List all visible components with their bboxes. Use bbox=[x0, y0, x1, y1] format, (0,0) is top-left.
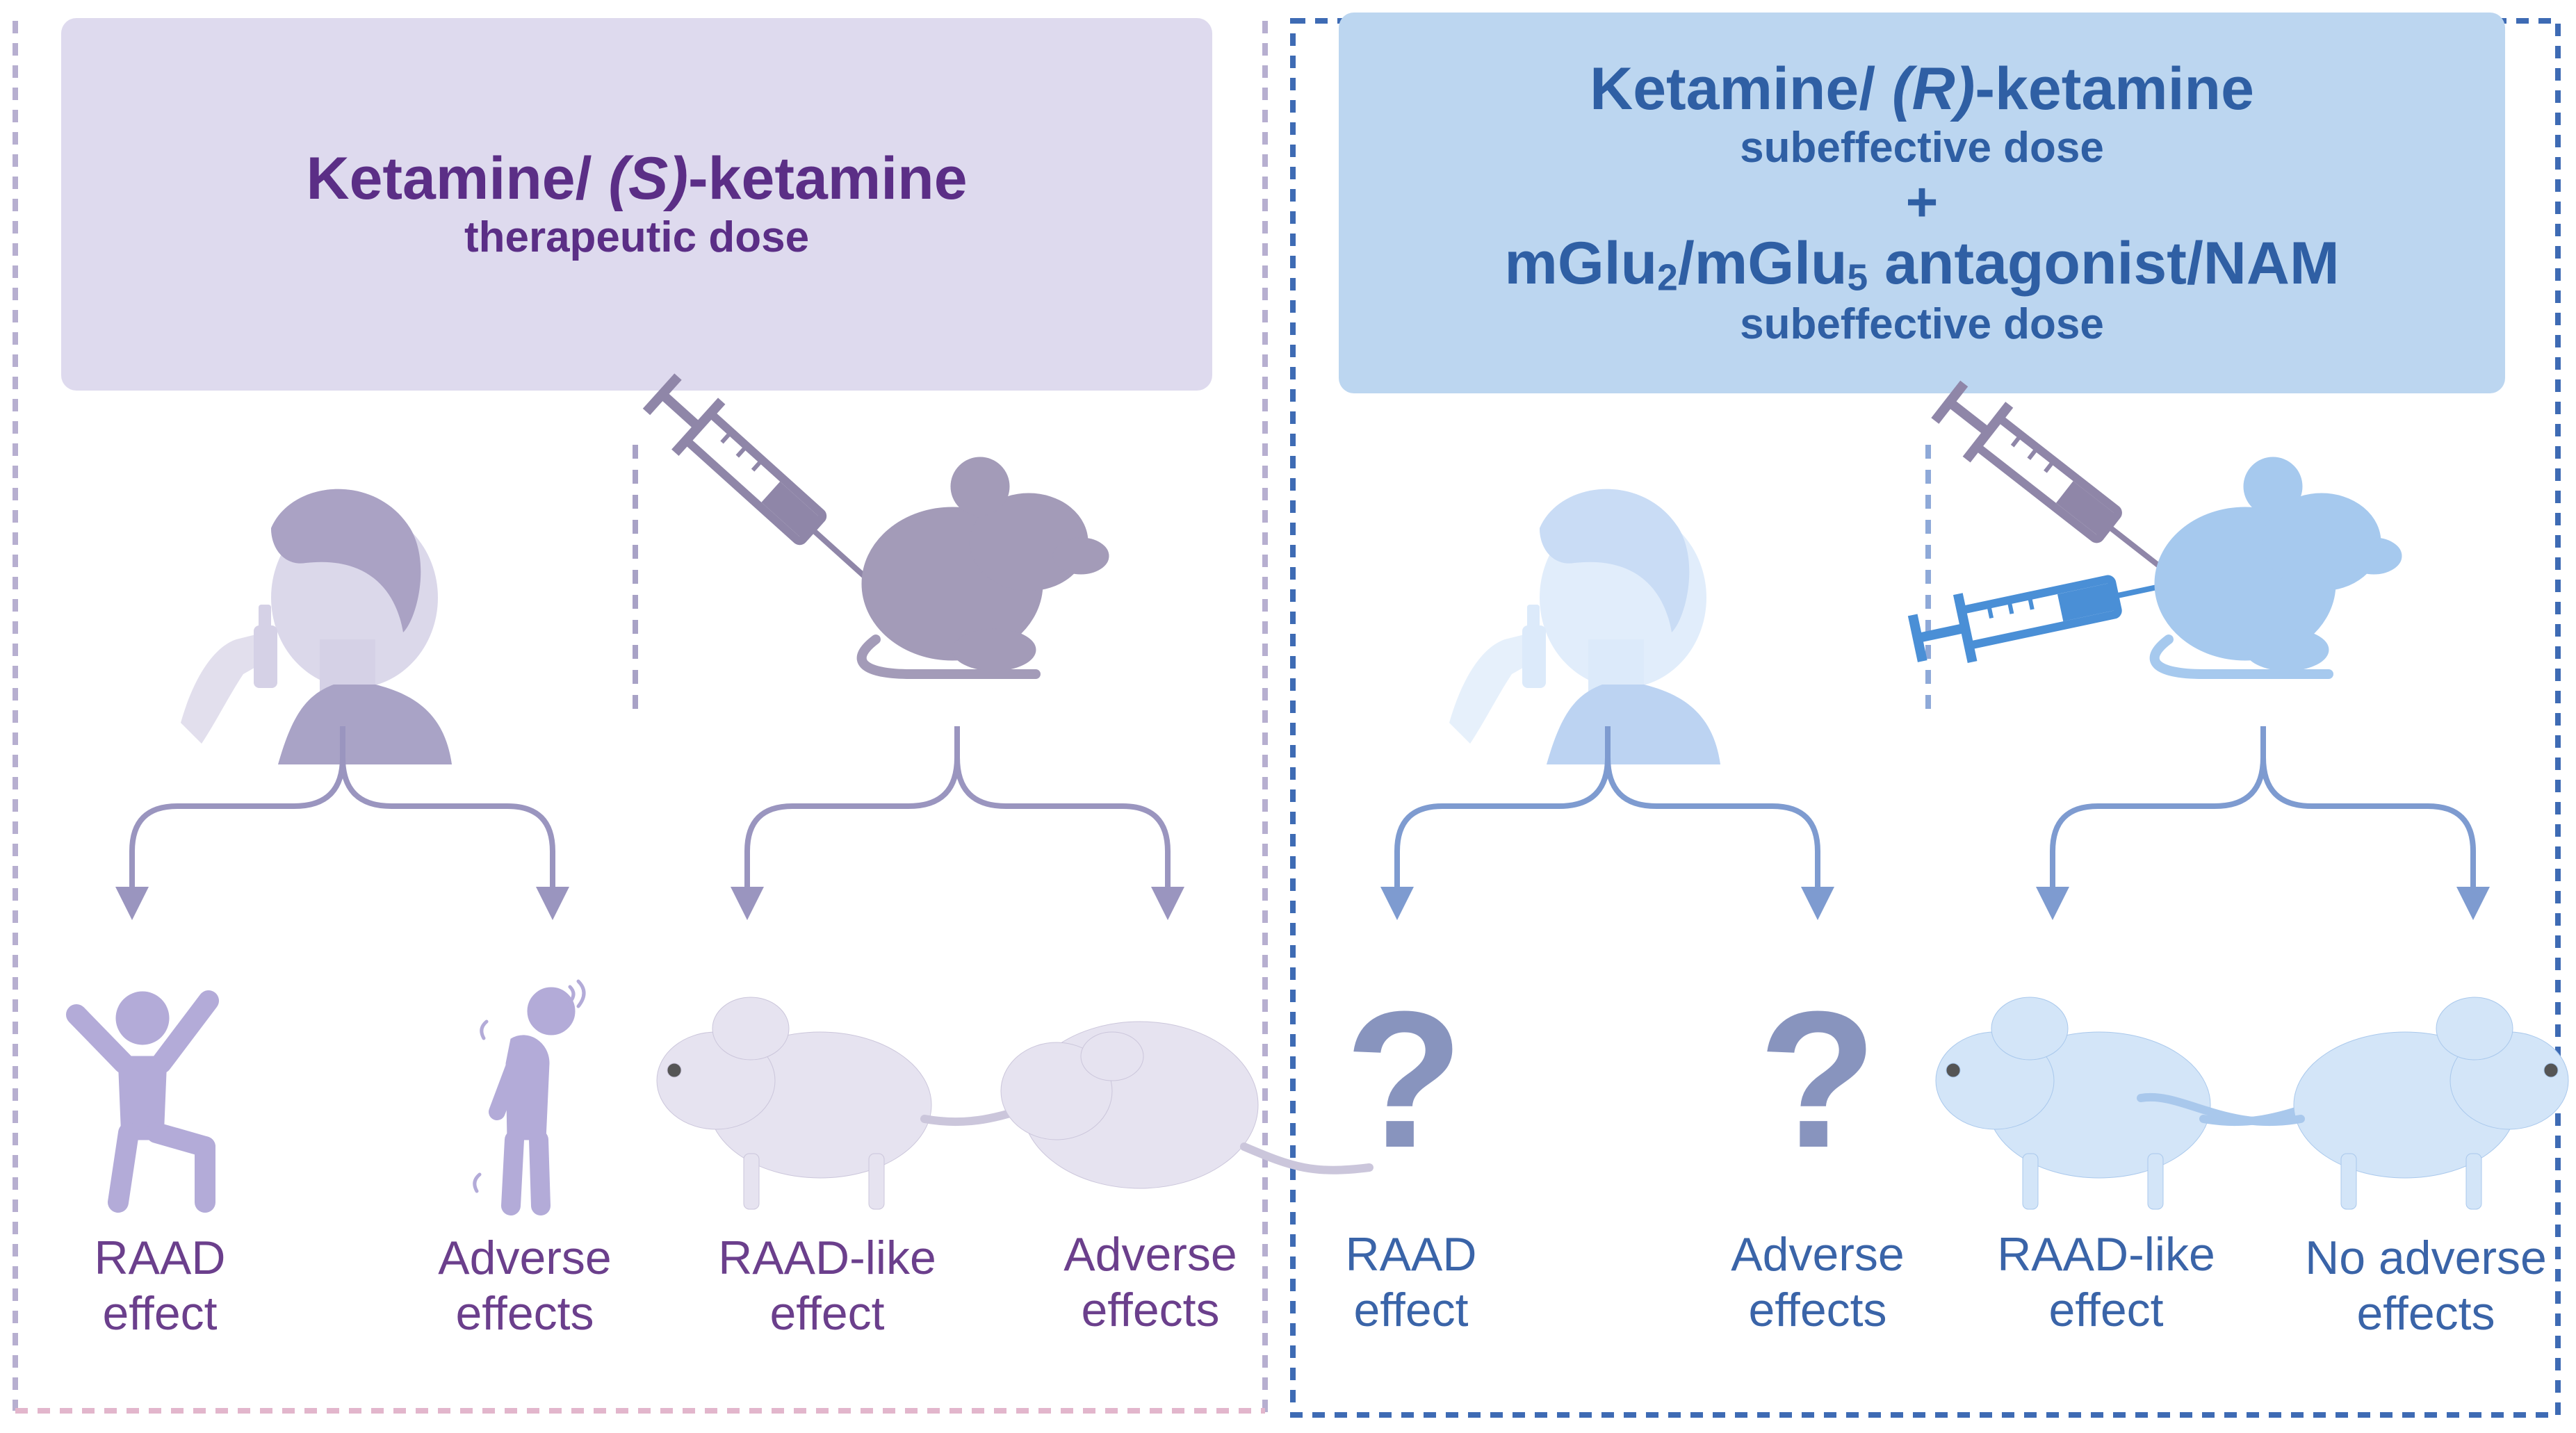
svg-text:?: ? bbox=[1758, 972, 1877, 1188]
question-mark-icon: ? ? bbox=[1344, 972, 1877, 1188]
right-title-box bbox=[1339, 13, 2505, 393]
mouse-icon bbox=[1000, 1021, 1373, 1189]
nasal-spray-person-icon bbox=[181, 489, 452, 764]
happy-person-icon bbox=[66, 990, 219, 1213]
right-title-line: Ketamine/ (R)-ketamine bbox=[1590, 55, 2254, 122]
label-right-human-positive: RAAD effect bbox=[1345, 1228, 1477, 1336]
left-title-line: Ketamine/ (S)-ketamine bbox=[306, 145, 968, 212]
right-subtitle-2: subeffective dose bbox=[1740, 300, 2104, 348]
left-panel-border bbox=[13, 21, 1268, 1418]
right-subtitle-1: subeffective dose bbox=[1740, 124, 2104, 172]
right-title: Ketamine/ (R)-ketamine subeffective dose… bbox=[1339, 13, 2505, 393]
right-human-branch bbox=[1380, 726, 1834, 920]
left-human-branch bbox=[115, 726, 569, 920]
left-mouse-branch bbox=[731, 726, 1184, 920]
mouse-icon bbox=[2155, 457, 2402, 674]
label-left-human-negative: Adverse effects bbox=[438, 1231, 612, 1340]
right-title-line-2: mGlu2/mGlu5 antagonist/NAM bbox=[1504, 229, 2340, 299]
label-right-human-negative: Adverse effects bbox=[1731, 1228, 1905, 1336]
plus-sign: + bbox=[1905, 170, 1939, 233]
label-left-human-positive: RAAD effect bbox=[94, 1231, 226, 1340]
left-title-box bbox=[61, 18, 1212, 391]
sick-person-icon bbox=[473, 979, 586, 1215]
svg-text:?: ? bbox=[1344, 972, 1463, 1188]
right-mouse-branch bbox=[2036, 726, 2490, 920]
left-subtitle: therapeutic dose bbox=[464, 213, 810, 261]
syringe-icon bbox=[1928, 375, 2190, 600]
label-right-mouse-negative: No adverse effects bbox=[2305, 1231, 2547, 1340]
mouse-icon bbox=[862, 457, 1109, 674]
label-right-mouse-positive: RAAD-like effect bbox=[1997, 1228, 2215, 1336]
nasal-spray-person-icon bbox=[1449, 489, 1720, 764]
syringe-icon bbox=[639, 368, 892, 606]
label-left-mouse-positive: RAAD-like effect bbox=[718, 1231, 936, 1340]
label-left-mouse-negative: Adverse effects bbox=[1063, 1228, 1237, 1336]
left-title: Ketamine/ (S)-ketamine therapeutic dose bbox=[61, 18, 1212, 391]
